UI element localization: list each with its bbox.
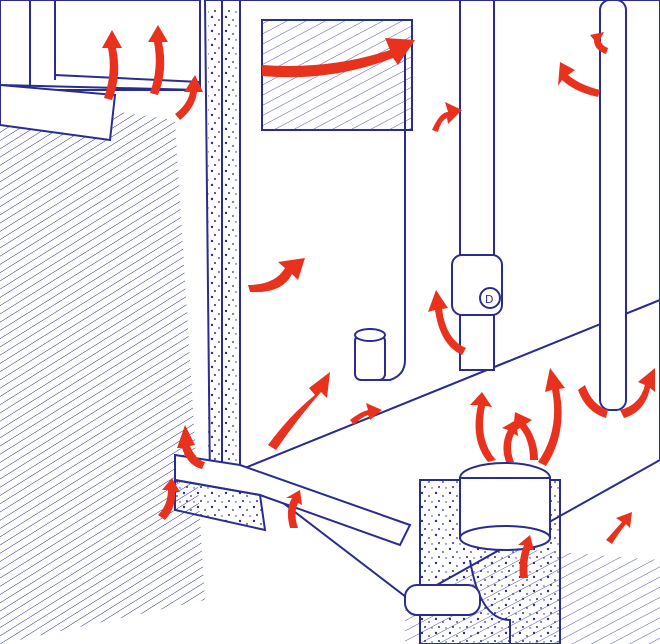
valve-label: D <box>485 293 493 306</box>
sump-pit <box>405 463 560 644</box>
soil-hatch-left <box>0 95 205 644</box>
foundation-wall-top-left <box>0 0 200 140</box>
support-post <box>600 0 626 410</box>
radon-arrow <box>606 512 632 544</box>
concrete-column <box>205 0 240 485</box>
water-pipe: D <box>452 0 502 370</box>
